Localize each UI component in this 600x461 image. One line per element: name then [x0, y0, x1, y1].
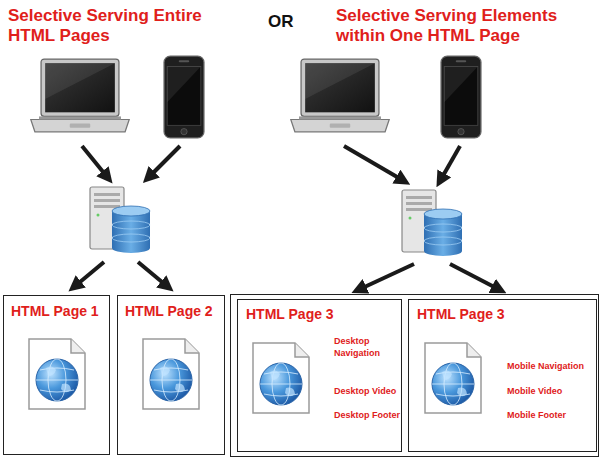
- flow-arrows: [74, 146, 500, 290]
- page-title: HTML Page 1: [11, 302, 99, 320]
- page-icon: [253, 343, 309, 413]
- page-icon: [143, 339, 199, 409]
- group-frame: [231, 295, 599, 457]
- phone-icon: [441, 56, 481, 138]
- heading: Selective Serving Entire HTML Pages: [8, 6, 236, 47]
- page-icon: [425, 343, 481, 413]
- page-element: Desktop Video: [334, 386, 396, 398]
- phone-icon: [164, 56, 204, 138]
- page-box: HTML Page 3Desktop NavigationDesktop Vid…: [237, 299, 402, 452]
- page-element: Mobile Video: [507, 386, 562, 398]
- page-box: HTML Page 2: [117, 295, 225, 455]
- separator-text: OR: [268, 12, 294, 32]
- laptop-icon: [31, 59, 129, 132]
- heading: Selective Serving Elements within One HT…: [336, 6, 594, 47]
- page-element: Desktop Footer: [334, 410, 400, 422]
- page-element: Desktop Navigation: [334, 336, 390, 359]
- page-title: HTML Page 2: [125, 302, 213, 320]
- page-icon: [29, 339, 85, 409]
- page-element: Mobile Footer: [507, 410, 566, 422]
- page-title: HTML Page 3: [246, 305, 334, 323]
- page-title: HTML Page 3: [417, 305, 505, 323]
- server-icon: [402, 190, 462, 256]
- laptop-icon: [291, 59, 389, 132]
- page-box: HTML Page 3 Mobile NavigationMobile Video…: [408, 299, 597, 452]
- page-box: HTML Page 1: [3, 295, 110, 455]
- page-element: Mobile Navigation: [507, 361, 584, 373]
- server-icon: [90, 187, 150, 253]
